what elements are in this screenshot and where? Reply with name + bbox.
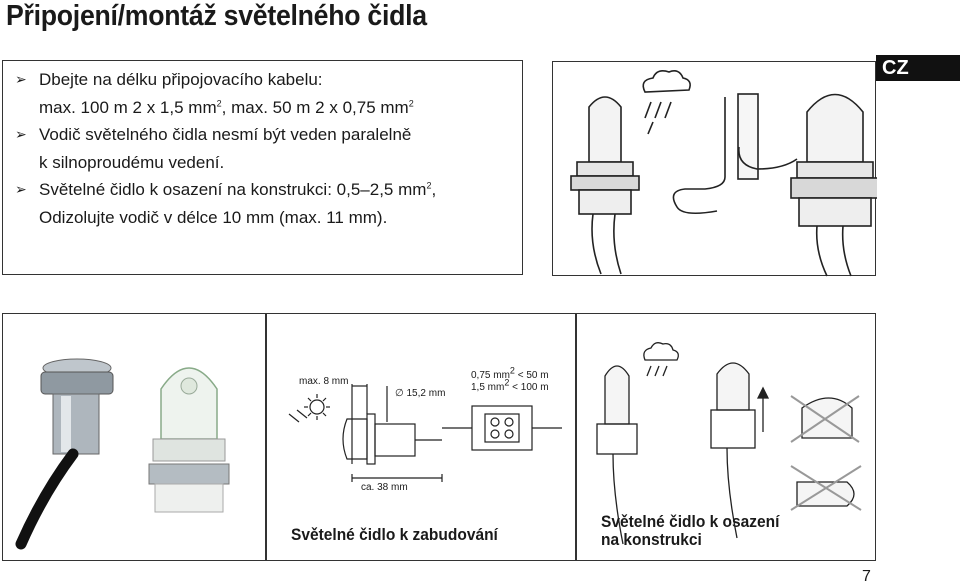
sensor-mounting-drawing bbox=[570, 70, 877, 277]
instruction-item: ➢ Vodič světelného čidla nesmí být veden… bbox=[15, 121, 522, 176]
bullet-arrow-icon: ➢ bbox=[15, 71, 27, 87]
page-title: Připojení/montáž světelného čidla bbox=[6, 0, 427, 32]
max-depth-label: max. 8 mm bbox=[299, 376, 349, 387]
sensor-photos bbox=[15, 358, 230, 550]
diameter-label: ∅ 15,2 mm bbox=[395, 388, 446, 399]
cross-out-icon bbox=[790, 465, 862, 511]
instruction-line: Světelné čidlo k osazení na konstrukci: … bbox=[39, 180, 437, 199]
orientation-panel: Světelné čidlo k osazení na konstrukci bbox=[576, 313, 876, 561]
instructions-box: ➢ Dbejte na délku připojovacího kabelu: … bbox=[2, 60, 523, 275]
instruction-item: ➢ Světelné čidlo k osazení na konstrukci… bbox=[15, 176, 522, 231]
bullet-arrow-icon: ➢ bbox=[15, 126, 27, 142]
instruction-item: ➢ Dbejte na délku připojovacího kabelu: … bbox=[15, 66, 522, 121]
instruction-line: Dbejte na délku připojovacího kabelu: bbox=[39, 70, 323, 89]
instruction-line: Odizolujte vodič v délce 10 mm (max. 11 … bbox=[39, 207, 388, 227]
built-in-caption: Světelné čidlo k zabudování bbox=[291, 526, 498, 544]
instruction-line: Vodič světelného čidla nesmí být veden p… bbox=[39, 125, 412, 144]
sun-icon bbox=[304, 394, 330, 420]
rain-cloud-icon bbox=[643, 342, 679, 377]
cable-spec-line: 1,5 mm2 < 100 m bbox=[471, 377, 549, 393]
cable-spec-line: 0,75 mm2 < 50 m bbox=[471, 365, 549, 381]
length-label: ca. 38 mm bbox=[361, 482, 408, 493]
dimension-drawing-panel: max. 8 mm ∅ 15,2 mm ca. 38 mm 0,75 mm2 <… bbox=[266, 313, 576, 561]
mounting-illustration bbox=[552, 61, 877, 277]
mount-caption: Světelné čidlo k osazení na konstrukci bbox=[601, 513, 780, 549]
sensor-photos-panel bbox=[2, 313, 266, 561]
dimension-drawing bbox=[288, 384, 562, 482]
instruction-line: max. 100 m 2 x 1,5 mm2, max. 50 m 2 x 0,… bbox=[39, 97, 414, 117]
page-number: 7 bbox=[862, 568, 871, 585]
cross-out-icon bbox=[790, 395, 860, 443]
orientation-drawing bbox=[596, 342, 862, 545]
language-tab: CZ bbox=[876, 55, 960, 81]
bullet-arrow-icon: ➢ bbox=[15, 181, 27, 197]
instruction-line: k silnoproudému vedení. bbox=[39, 152, 225, 172]
rain-cloud-icon bbox=[642, 70, 691, 135]
